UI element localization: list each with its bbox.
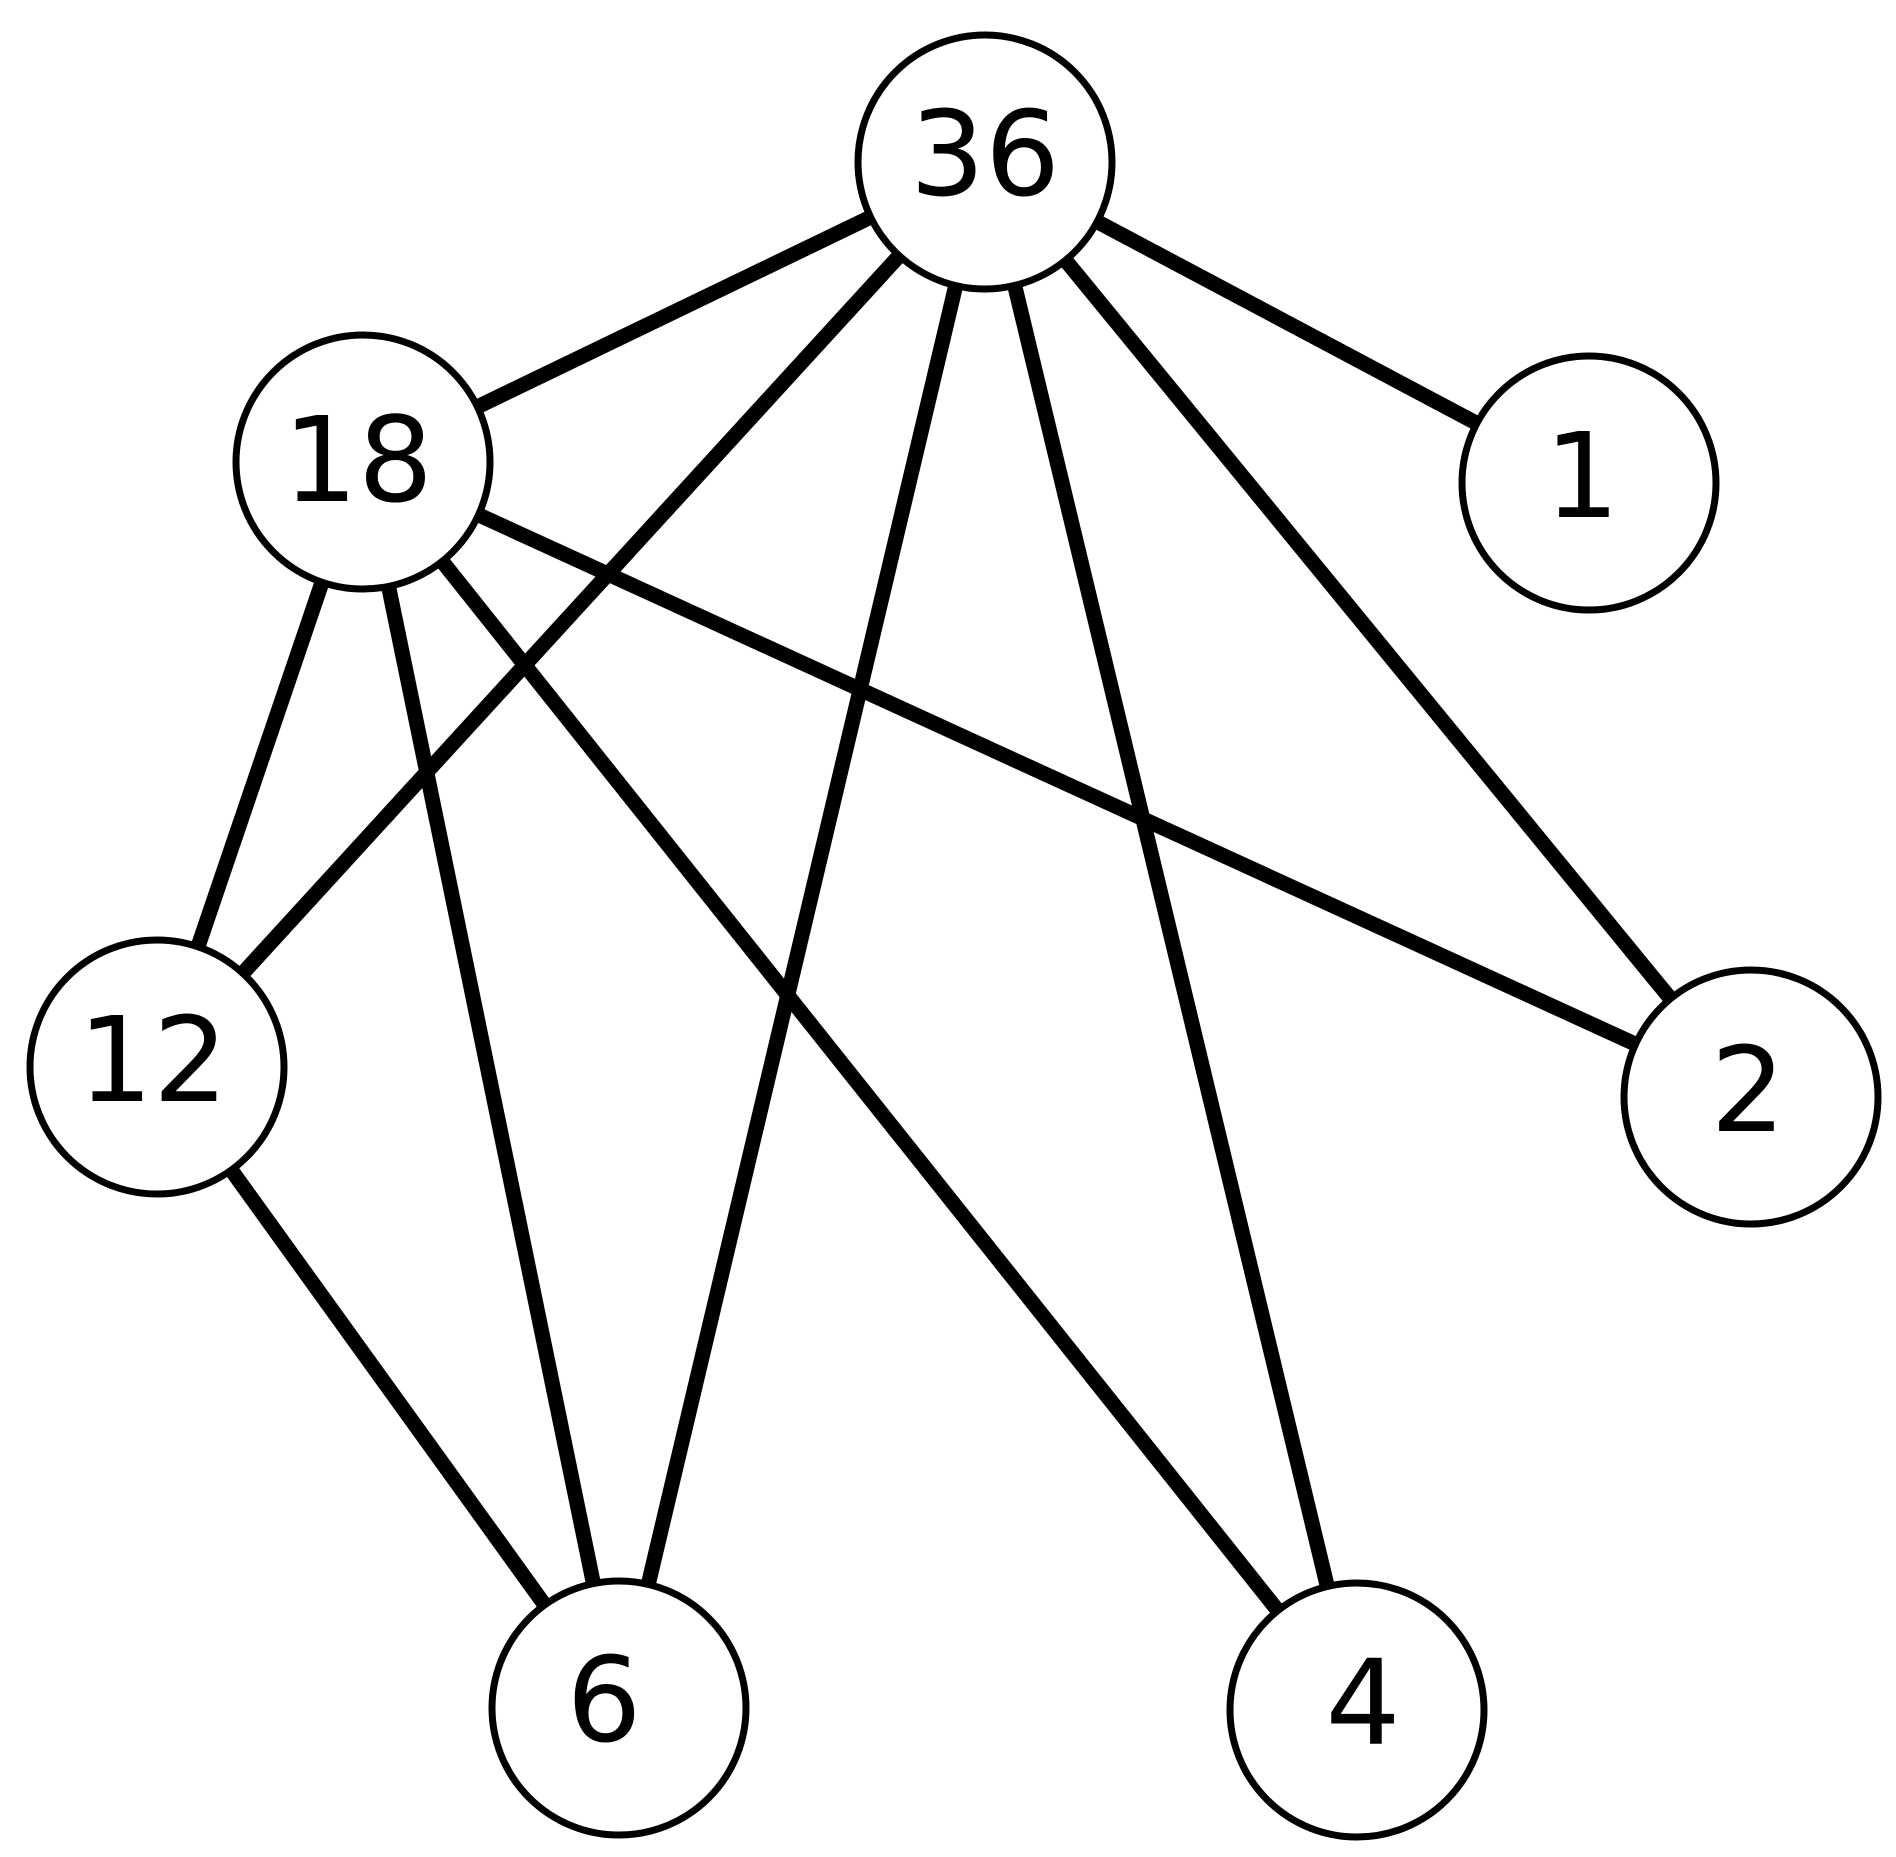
edge-36-18 (474, 210, 874, 414)
node-1-label: 1 (1544, 407, 1619, 545)
nodes-layer: 36 18 1 12 2 6 4 (26, 31, 1882, 1841)
node-12-label: 12 (78, 991, 228, 1129)
edge-18-4 (436, 556, 1284, 1616)
edge-18-6 (381, 584, 601, 1586)
node-2-label: 2 (1710, 1021, 1785, 1159)
edge-36-4 (1007, 283, 1335, 1589)
node-18: 18 (232, 331, 494, 593)
node-1: 1 (1458, 352, 1720, 614)
edge-18-12 (190, 579, 330, 950)
edge-36-1 (1093, 214, 1481, 431)
node-12-circle (26, 936, 288, 1198)
node-6-label: 6 (566, 1631, 641, 1769)
node-4-circle (1226, 1579, 1488, 1841)
node-2: 2 (1620, 966, 1882, 1228)
edge-36-12 (237, 250, 905, 979)
node-4-label: 4 (1325, 1634, 1400, 1772)
node-4: 4 (1226, 1579, 1488, 1841)
node-18-label: 18 (283, 391, 433, 529)
node-36: 36 (854, 31, 1116, 293)
node-6: 6 (488, 1577, 750, 1839)
node-6-circle (488, 1577, 750, 1839)
edge-36-6 (640, 283, 964, 1587)
node-36-label: 36 (910, 85, 1060, 223)
node-12: 12 (26, 936, 288, 1198)
edge-18-2 (475, 508, 1639, 1051)
node-36-circle (854, 31, 1116, 293)
node-18-circle (232, 331, 494, 593)
edges-layer (190, 210, 1677, 1616)
edge-36-2 (1059, 255, 1677, 1004)
node-1-circle (1458, 352, 1720, 614)
edge-12-6 (225, 1165, 551, 1610)
node-2-circle (1620, 966, 1882, 1228)
